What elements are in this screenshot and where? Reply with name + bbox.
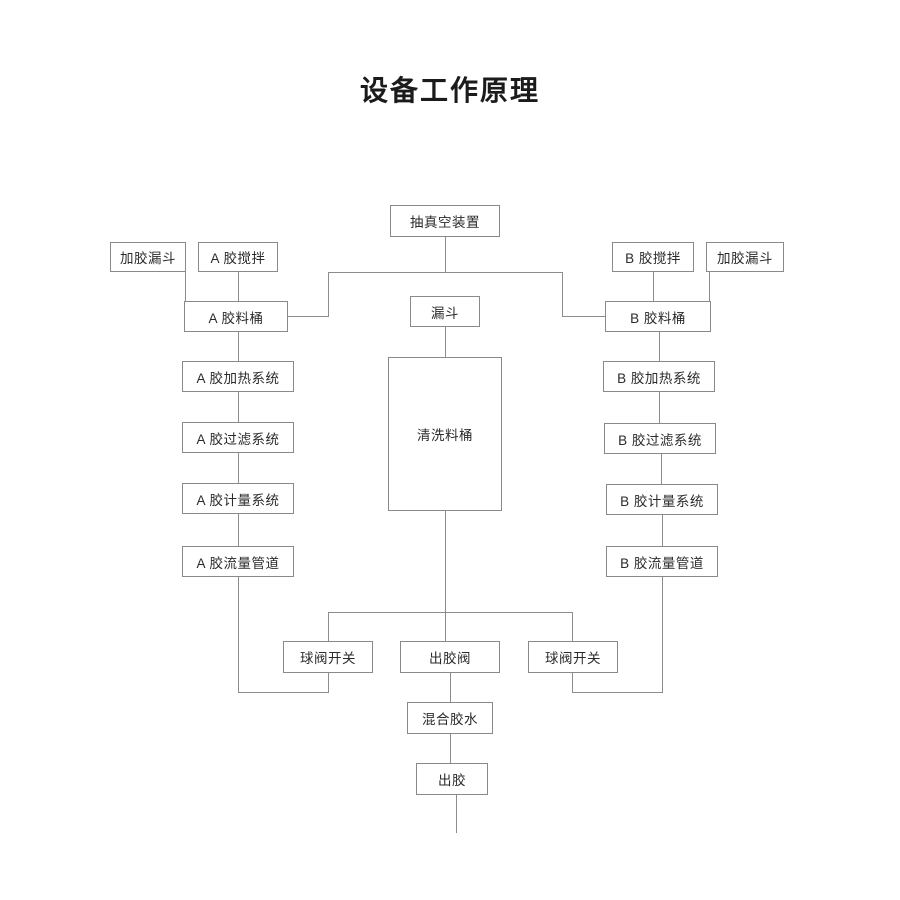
edge-a-flow-to-ball [238, 692, 329, 693]
edge-b-stir-to-barrel [653, 272, 654, 302]
node-a-heating-system[interactable]: A 胶加热系统 [182, 361, 294, 392]
node-label: 出胶 [438, 773, 466, 788]
edge-a-barrel-to-heat [238, 332, 239, 362]
node-label: B 胶加热系统 [617, 370, 701, 386]
node-b-glue-hopper[interactable]: 加胶漏斗 [706, 242, 784, 272]
edge-ball-right-up [572, 673, 573, 693]
node-label: A 胶料桶 [208, 310, 264, 326]
node-b-metering-system[interactable]: B 胶计量系统 [606, 484, 718, 515]
edge-a-flow-down [238, 577, 239, 692]
node-label: B 胶料桶 [630, 310, 686, 326]
node-b-glue-stir[interactable]: B 胶搅拌 [612, 242, 694, 272]
node-b-heating-system[interactable]: B 胶加热系统 [603, 361, 715, 392]
edge-vacuum-right-down [562, 272, 563, 316]
node-label: B 胶计量系统 [620, 493, 704, 509]
node-label: 出胶阀 [429, 651, 471, 666]
node-vacuum-device[interactable]: 抽真空装置 [390, 205, 500, 237]
node-b-filter-system[interactable]: B 胶过滤系统 [604, 423, 716, 454]
node-center-funnel[interactable]: 漏斗 [410, 296, 480, 327]
edge-a-stir-to-barrel [238, 272, 239, 302]
node-a-glue-hopper[interactable]: 加胶漏斗 [110, 242, 186, 272]
edge-wash-down [445, 511, 446, 613]
edge-a-filter-to-meter [238, 453, 239, 484]
node-label: 漏斗 [431, 305, 459, 321]
node-label: A 胶搅拌 [210, 251, 266, 266]
node-a-filter-system[interactable]: A 胶过滤系统 [182, 422, 294, 453]
edge-bottom-bus [328, 612, 573, 613]
node-ball-valve-right[interactable]: 球阀开关 [528, 641, 618, 673]
node-wash-barrel[interactable]: 清洗料桶 [388, 357, 502, 511]
node-label: 清洗料桶 [417, 428, 473, 443]
node-label: 抽真空装置 [410, 215, 480, 230]
node-label: 混合胶水 [422, 712, 478, 727]
node-a-metering-system[interactable]: A 胶计量系统 [182, 483, 294, 514]
edge-vacuum-left-down [328, 272, 329, 316]
node-a-glue-stir[interactable]: A 胶搅拌 [198, 242, 278, 272]
edge-bus-to-ball-right [572, 612, 573, 642]
edge-b-hopper-to-barrel [709, 272, 710, 302]
node-b-flow-pipe[interactable]: B 胶流量管道 [606, 546, 718, 577]
edge-mixed-to-out [450, 734, 451, 764]
edge-bus-to-valve [445, 612, 446, 642]
edge-vacuum-down [445, 237, 446, 272]
node-b-glue-barrel[interactable]: B 胶料桶 [605, 301, 711, 332]
edge-b-meter-to-flow [662, 515, 663, 547]
edge-a-hopper-to-barrel [185, 272, 186, 302]
node-label: B 胶过滤系统 [618, 432, 702, 448]
node-glue-outlet-valve[interactable]: 出胶阀 [400, 641, 500, 673]
edge-out-terminal [456, 795, 457, 833]
edge-b-barrel-to-heat [659, 332, 660, 362]
edge-funnel-to-wash [445, 327, 446, 358]
edge-b-heat-to-filter [659, 392, 660, 424]
edge-b-flow-down [662, 577, 663, 692]
edge-b-filter-to-meter [661, 454, 662, 485]
node-label: 加胶漏斗 [717, 251, 773, 266]
node-ball-valve-left[interactable]: 球阀开关 [283, 641, 373, 673]
edge-vacuum-to-a-barrel [288, 316, 329, 317]
edge-vacuum-to-b-barrel [562, 316, 606, 317]
node-label: A 胶过滤系统 [196, 431, 280, 447]
edge-b-flow-to-ball [572, 692, 663, 693]
node-label: B 胶搅拌 [625, 251, 681, 266]
edge-vacuum-bus [328, 272, 563, 273]
node-label: A 胶流量管道 [196, 555, 280, 571]
node-mixed-glue[interactable]: 混合胶水 [407, 702, 493, 734]
node-label: B 胶流量管道 [620, 555, 704, 571]
edge-bus-to-ball-left [328, 612, 329, 642]
node-glue-output[interactable]: 出胶 [416, 763, 488, 795]
node-label: A 胶加热系统 [196, 370, 280, 386]
node-label: A 胶计量系统 [196, 492, 280, 508]
edge-ball-left-up [328, 673, 329, 693]
node-label: 加胶漏斗 [120, 251, 176, 266]
edge-a-meter-to-flow [238, 514, 239, 547]
node-a-glue-barrel[interactable]: A 胶料桶 [184, 301, 288, 332]
page-title: 设备工作原理 [359, 75, 540, 106]
edge-valve-to-mixed [450, 673, 451, 703]
node-label: 球阀开关 [300, 651, 356, 666]
edge-a-heat-to-filter [238, 392, 239, 423]
node-a-flow-pipe[interactable]: A 胶流量管道 [182, 546, 294, 577]
node-label: 球阀开关 [545, 651, 601, 666]
